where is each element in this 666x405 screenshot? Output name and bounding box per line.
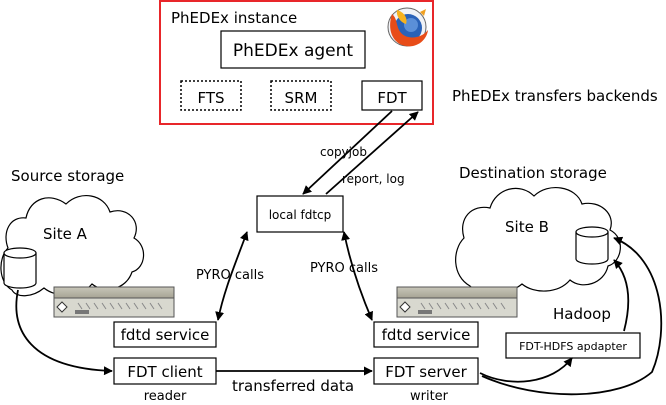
reader-label: reader <box>144 389 187 404</box>
report-arrow <box>325 111 419 195</box>
pyro-right-label: PYRO calls <box>310 261 378 276</box>
backend-srm-box <box>270 80 332 111</box>
report-label: report, log <box>342 172 405 186</box>
fdtd-service-destination-box <box>373 321 479 348</box>
backends-caption: PhEDEx transfers backends <box>452 87 658 105</box>
fdtd-service-source-box <box>113 321 217 348</box>
writer-label: writer <box>410 389 449 404</box>
adapter-to-storage-arrow <box>613 259 630 332</box>
transferred-data-label: transferred data <box>232 377 354 395</box>
fdt-server-label: FDT server <box>385 363 467 381</box>
server-to-storage-arrow <box>481 236 663 396</box>
rack-server-icon <box>53 286 175 318</box>
phedex-agent-label: PhEDEx agent <box>233 41 354 61</box>
database-cylinder-icon <box>575 226 609 265</box>
pyro-left-arrow <box>215 231 249 321</box>
backend-fts-box <box>180 80 242 111</box>
rack-server-icon <box>396 286 518 318</box>
hdfs-adapter-box <box>505 332 641 359</box>
fdt-server-box <box>373 357 479 385</box>
fdt-client-box <box>113 357 217 385</box>
phedex-agent-box <box>220 30 366 69</box>
backend-srm-label: SRM <box>285 89 318 107</box>
backend-fts-label: FTS <box>197 89 224 107</box>
site-b-label: Site B <box>505 218 549 236</box>
hdfs-adapter-label: FDT-HDFS apdapter <box>519 340 627 353</box>
hadoop-label: Hadoop <box>553 305 611 323</box>
storage-to-client-arrow <box>15 289 113 376</box>
copyjob-arrow <box>302 110 393 195</box>
phedex-instance-box <box>159 0 434 125</box>
database-cylinder-icon <box>3 247 37 289</box>
phedex-instance-title: PhEDEx instance <box>171 9 297 27</box>
firefox-logo-icon <box>387 7 428 47</box>
server-to-adapter-arrow <box>479 357 573 383</box>
fdtd-service-source-label: fdtd service <box>121 326 210 344</box>
fdtd-service-destination-label: fdtd service <box>382 326 471 344</box>
destination-site-cloud <box>455 187 621 294</box>
source-storage-label: Source storage <box>11 167 124 185</box>
site-a-label: Site A <box>43 225 88 243</box>
local-fdtcp-label: local fdtcp <box>269 208 332 222</box>
pyro-right-arrow <box>341 231 373 321</box>
local-fdtcp-box <box>256 195 344 233</box>
copyjob-label: copyjob <box>320 145 367 159</box>
destination-storage-label: Destination storage <box>459 164 607 182</box>
backend-fdt-box <box>361 80 423 111</box>
backend-fdt-label: FDT <box>377 89 407 107</box>
fdt-client-label: FDT client <box>127 363 202 381</box>
pyro-left-label: PYRO calls <box>196 268 264 283</box>
